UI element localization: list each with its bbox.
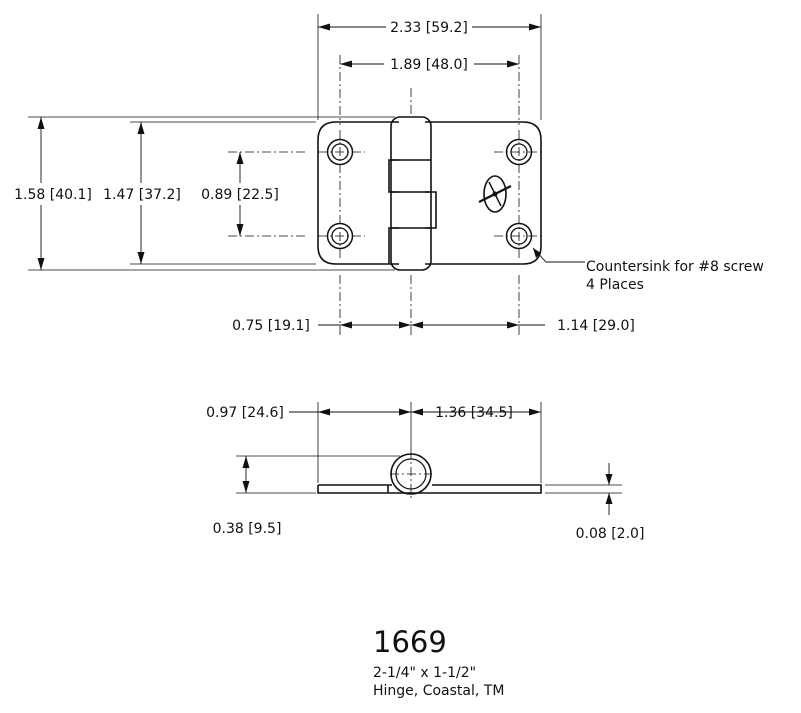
dimension-label: 0.89 [22.5] [201, 187, 279, 203]
countersink-callout: Countersink for #8 screw 4 Places [532, 247, 764, 293]
dimension-label: 1.47 [37.2] [103, 187, 181, 203]
dimension-label: 1.14 [29.0] [557, 318, 635, 334]
dimension-label: 1.89 [48.0] [390, 57, 468, 73]
dimension-label: 0.75 [19.1] [232, 318, 310, 334]
dimension-label: 1.58 [40.1] [14, 187, 92, 203]
dimension-hole-spacing-x: 1.89 [48.0] [340, 57, 519, 73]
dimension-label: 0.08 [2.0] [576, 526, 645, 542]
dimension-hole-to-pin: 0.75 [19.1] [232, 318, 411, 334]
part-size: 2-1/4" x 1-1/2" [373, 665, 476, 681]
dimension-right-leaf: 1.36 [34.5] [411, 402, 542, 483]
dimension-leaf-height: 1.47 [37.2] [103, 121, 316, 265]
dimension-label: 0.97 [24.6] [206, 405, 284, 421]
dimension-overall-height: 1.58 [40.1] [14, 116, 395, 271]
part-number: 1669 [373, 625, 447, 659]
callout-line-1: Countersink for #8 screw [586, 259, 764, 275]
dimension-overall-width: 2.33 [59.2] [317, 14, 542, 120]
title-block: 1669 2-1/4" x 1-1/2" Hinge, Coastal, TM [373, 625, 504, 699]
brand-logo-icon [478, 175, 512, 213]
dimension-label: 1.36 [34.5] [435, 405, 513, 421]
callout-line-2: 4 Places [586, 277, 644, 293]
dimension-label: 2.33 [59.2] [390, 20, 468, 36]
dimension-pin-to-hole: 1.14 [29.0] [411, 318, 635, 334]
hinge-knuckle [390, 116, 432, 271]
part-description: Hinge, Coastal, TM [373, 683, 504, 699]
dimension-knuckle-height: 0.38 [9.5] [213, 455, 400, 537]
side-view [317, 450, 542, 498]
dimension-left-leaf: 0.97 [24.6] [206, 402, 412, 483]
top-view [228, 55, 545, 335]
dimension-label: 0.38 [9.5] [213, 521, 282, 537]
dimension-hole-spacing-y: 0.89 [22.5] [201, 152, 279, 236]
dimension-thickness: 0.08 [2.0] [545, 463, 644, 542]
